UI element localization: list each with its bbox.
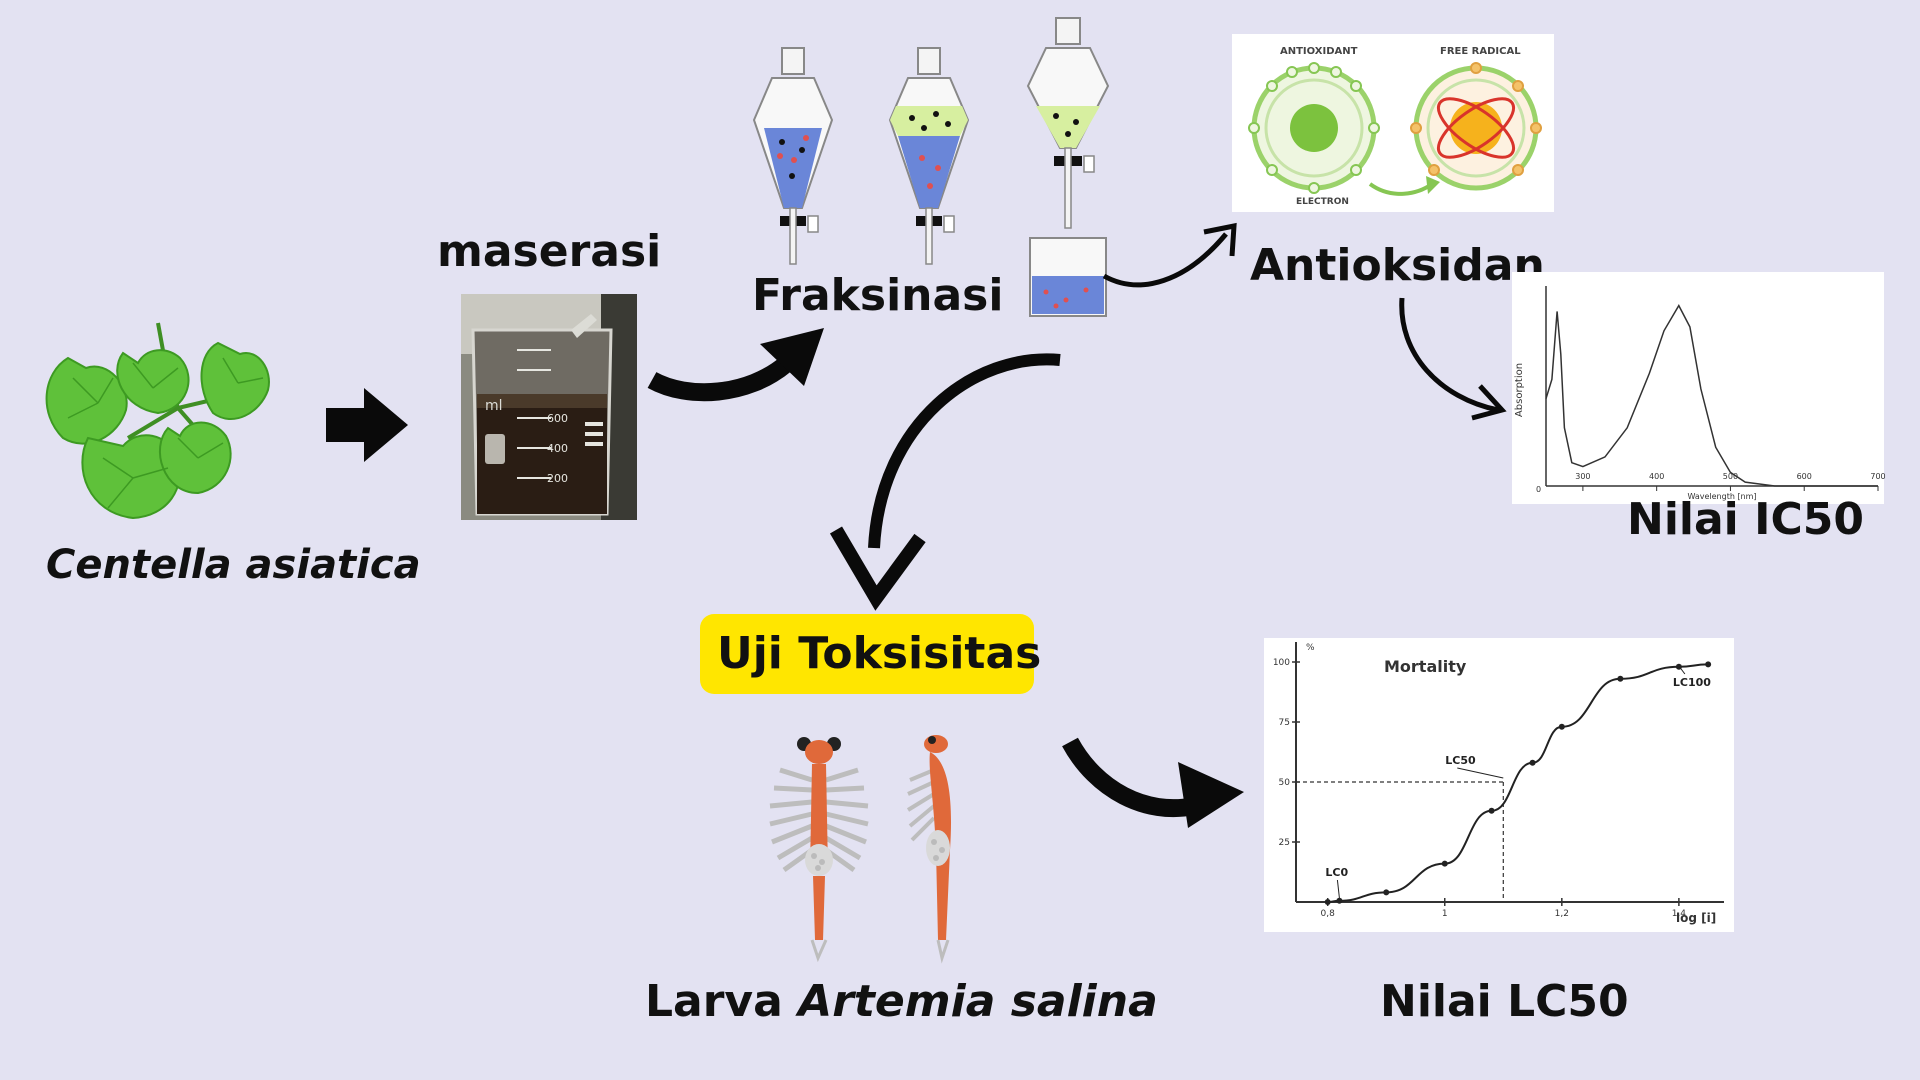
artemia-larva-dorsal — [769, 737, 869, 963]
mortality-point — [1488, 807, 1495, 814]
plant-label: Centella asiatica — [46, 542, 421, 588]
maceration-label: maserasi — [437, 226, 662, 277]
mortality-point — [1383, 889, 1390, 896]
free-radical-caption: FREE RADICAL — [1440, 46, 1521, 57]
larva-label-prefix: Larva — [645, 976, 783, 1027]
mortality-y-tick-label: 25 — [1279, 838, 1290, 848]
lc50-label: Nilai LC50 — [1380, 976, 1629, 1027]
mortality-chart: Mortality % 100 75 50 25 0,8 1 1,2 1,4 log [i]… — [1264, 638, 1734, 932]
mortality-x-tick-label: 1 — [1442, 909, 1448, 919]
absorption-x-tick-label: 400 — [1649, 472, 1664, 481]
absorption-line — [1545, 304, 1878, 487]
beaker-unit: ml — [485, 398, 503, 414]
mortality-point — [1617, 675, 1624, 682]
mortality-annotation-lc50: LC50 — [1445, 754, 1476, 767]
mortality-annotation-lc0: LC0 — [1325, 866, 1348, 879]
mortality-title: Mortality — [1384, 657, 1467, 676]
mortality-point — [1705, 661, 1712, 668]
mortality-annotation-pointer — [1457, 767, 1504, 779]
thin-arrow-to-ic50-chart — [1399, 297, 1507, 421]
toxicity-highlight — [700, 614, 1034, 694]
antioxidant-label: Antioksidan — [1250, 240, 1545, 291]
lc50-guide-lines — [1296, 781, 1504, 902]
mortality-x-label: log [i] — [1676, 911, 1716, 925]
absorption-x-tick-label: 300 — [1575, 472, 1590, 481]
curved-arrow-to-fractionation — [647, 328, 824, 402]
mortality-point — [1558, 723, 1565, 730]
mortality-y-unit: % — [1306, 643, 1315, 653]
centella-plant-image — [45, 322, 270, 520]
mortality-curve — [1327, 663, 1709, 903]
absorption-x-label: Wavelength [nm] — [1687, 492, 1756, 501]
absorption-y-zero: 0 — [1536, 485, 1541, 494]
mortality-x-tick-label: 0,8 — [1321, 909, 1336, 919]
mortality-annotation-pointer — [1678, 665, 1686, 675]
separatory-funnel-3 — [1026, 17, 1110, 229]
absorption-y-label: Absorption — [1514, 363, 1525, 417]
beaker-mark-200: 200 — [547, 472, 568, 485]
mortality-x-tick-label: 1,4 — [1672, 909, 1687, 919]
larva-label: Larva Artemia salina — [645, 976, 1158, 1027]
antioxidant-radical-figure: ANTIOXIDANT FREE RADICAL ELECTRON — [1232, 34, 1554, 212]
beaker-graduations — [517, 349, 551, 479]
mortality-y-ticks: 100 75 50 25 — [1273, 658, 1300, 848]
fractionation-label: Fraksinasi — [752, 270, 1004, 321]
collection-beaker — [1029, 237, 1107, 317]
free-radical-atom — [1410, 62, 1542, 191]
mortality-point — [1441, 860, 1448, 867]
curved-arrow-to-toxicity — [829, 353, 1061, 611]
electron-caption: ELECTRON — [1296, 197, 1349, 207]
beaker-mark-600: 600 — [547, 412, 568, 425]
thin-arrow-to-antioxidant — [1102, 222, 1237, 288]
plant-leaves — [45, 341, 270, 520]
mortality-annotations: LC0 LC50 LC100 — [1325, 665, 1711, 899]
antioxidant-atom — [1248, 62, 1380, 194]
ic50-label: Nilai IC50 — [1627, 494, 1864, 545]
mortality-annotation-pointer — [1336, 879, 1340, 899]
mortality-y-tick-label: 100 — [1273, 658, 1290, 668]
absorption-x-tick-label: 500 — [1723, 472, 1738, 481]
mortality-point — [1336, 897, 1343, 904]
absorption-x-tick-label: 600 — [1797, 472, 1812, 481]
curved-arrow-to-lc50-chart — [1062, 737, 1244, 828]
mortality-x-tick-label: 1,2 — [1555, 909, 1569, 919]
antioxidant-caption: ANTIOXIDANT — [1280, 46, 1358, 57]
mortality-point — [1529, 759, 1536, 766]
mortality-annotation-lc100: LC100 — [1673, 676, 1711, 689]
absorption-x-tick-label: 700 — [1870, 472, 1885, 481]
separatory-funnel-1 — [752, 47, 834, 265]
absorption-spectrum-chart: Absorption 0 Wavelength [nm] 300 400 500 60… — [1512, 272, 1886, 504]
absorption-x-ticks: 300 400 500 600 700 — [1575, 472, 1886, 491]
mortality-point — [1324, 899, 1331, 905]
block-arrow-right — [326, 388, 408, 462]
mortality-y-tick-label: 75 — [1279, 718, 1290, 728]
mortality-y-tick-label: 50 — [1279, 778, 1291, 788]
artemia-larva-lateral — [906, 735, 952, 964]
larva-label-species: Artemia salina — [798, 976, 1158, 1027]
beaker-mark-400: 400 — [547, 442, 568, 455]
toxicity-label: Uji Toksisitas — [717, 628, 1042, 679]
maceration-beaker-photo: ml 600 400 200 — [461, 294, 637, 520]
separatory-funnel-2 — [888, 47, 970, 265]
